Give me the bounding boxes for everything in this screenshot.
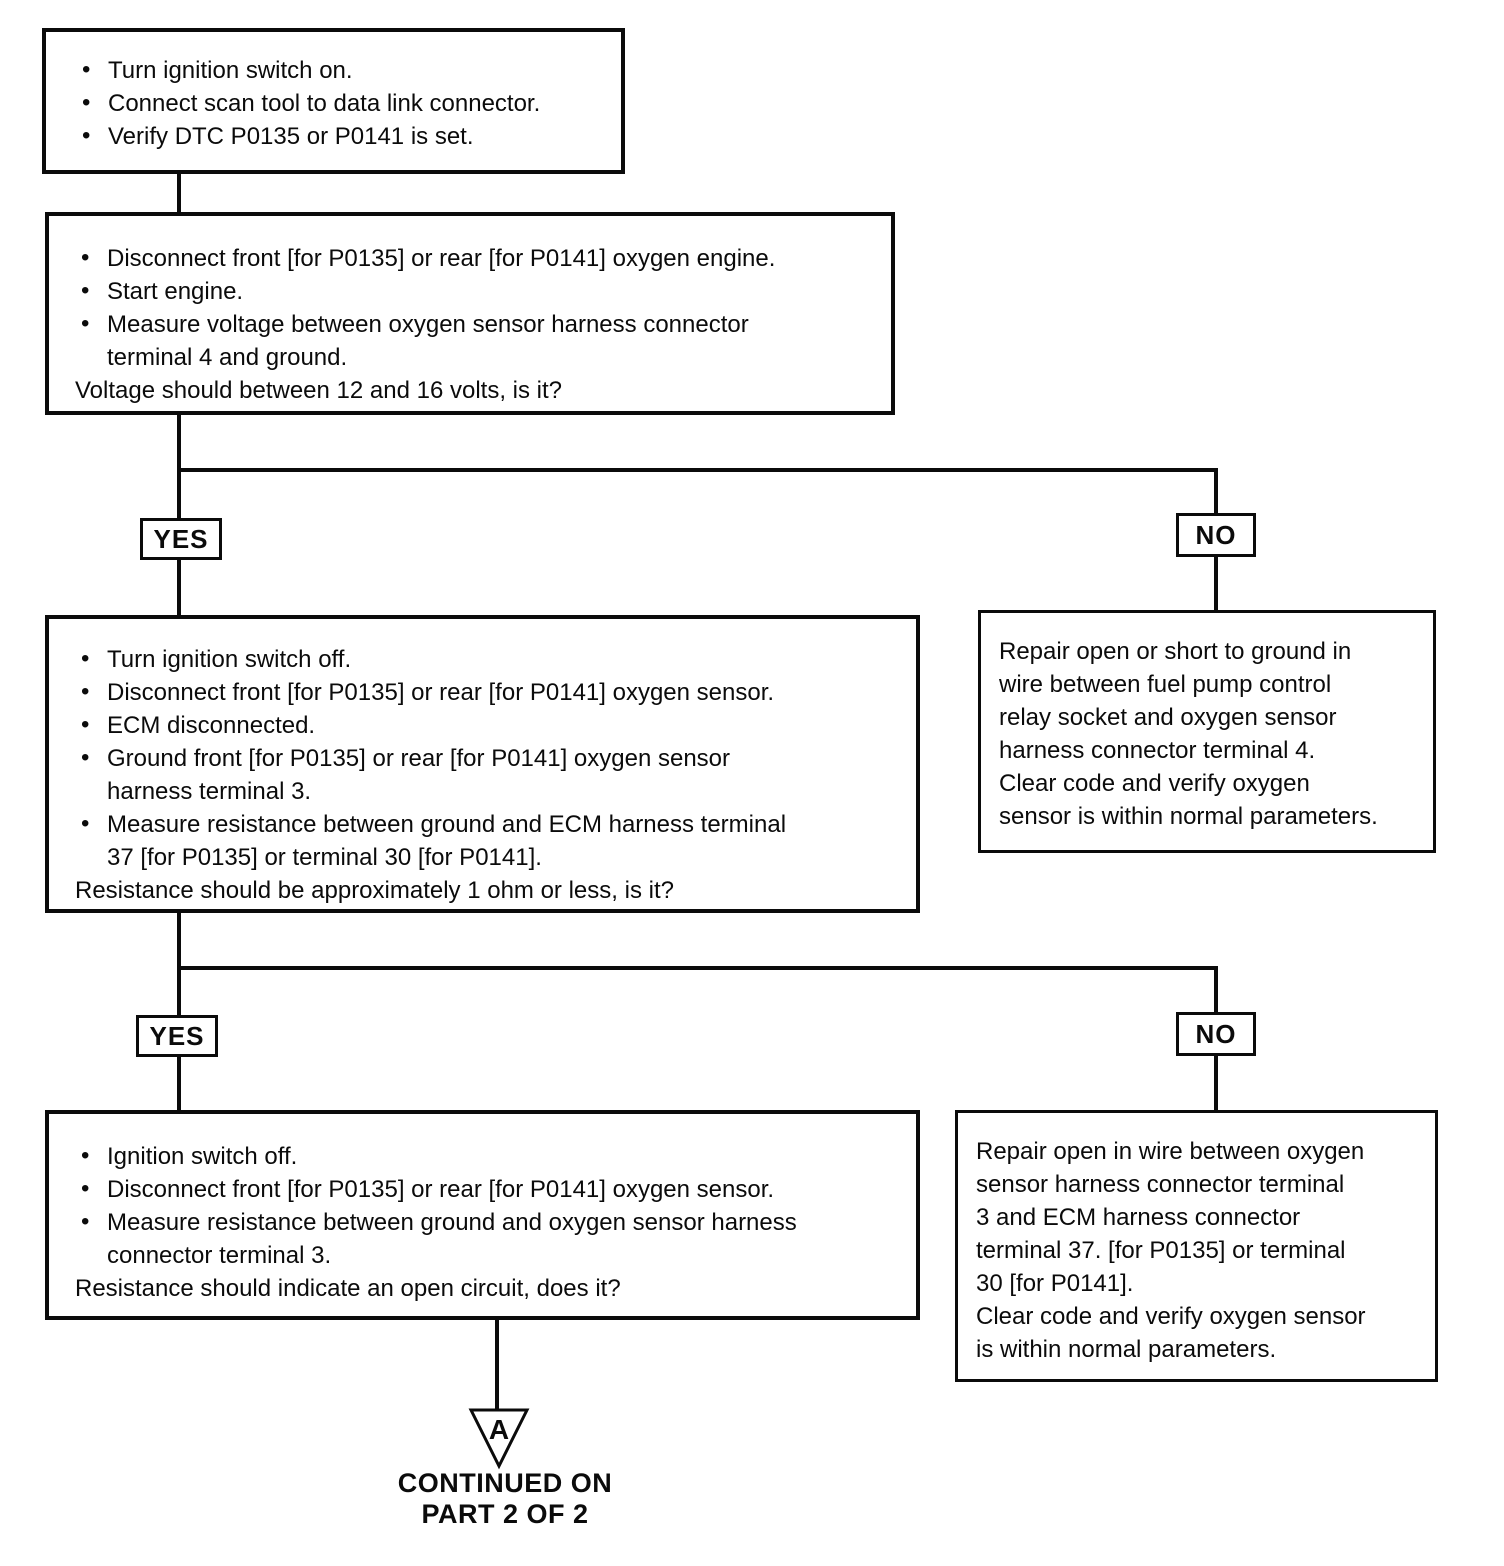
step1-box: Turn ignition switch on.Connect scan too… [42,28,625,174]
connector-yes2-step4 [177,1055,181,1110]
bullet-item: Start engine. [79,274,877,308]
branch1-no-tag: NO [1176,513,1256,557]
branch1-left-line [177,413,181,518]
bullet-item: Measure resistance between ground and ox… [79,1205,902,1272]
branch1-horizontal-line [177,468,1218,472]
branch1-yes-tag: YES [140,518,222,560]
connector-no1-repair1 [1214,555,1218,610]
bullet-item: Ignition switch off. [79,1139,902,1173]
step4-question: Resistance should indicate an open circu… [75,1275,621,1302]
connector-step1-step2 [177,172,181,214]
branch2-right-line [1214,966,1218,1012]
step1-bullet-list: Turn ignition switch on.Connect scan too… [76,53,607,153]
step4-bullet-list: Ignition switch off.Disconnect front [fo… [75,1139,902,1272]
branch2-yes-tag: YES [136,1015,218,1057]
bullet-item: Disconnect front [for P0135] or rear [fo… [79,1172,902,1206]
step2-bullet-list: Disconnect front [for P0135] or rear [fo… [75,241,877,374]
offpage-caption: CONTINUED ON PART 2 OF 2 [397,1468,613,1529]
connector-no2-repair2 [1214,1054,1218,1110]
bullet-item: Connect scan tool to data link connector… [80,86,607,120]
step3-question: Resistance should be approximately 1 ohm… [75,877,674,904]
bullet-item: Disconnect front [for P0135] or rear [fo… [79,675,902,709]
connector-yes1-step3 [177,558,181,615]
bullet-item: Measure voltage between oxygen sensor ha… [79,307,877,374]
repair1-box: Repair open or short to ground in wire b… [978,610,1436,853]
branch2-horizontal-line [177,966,1218,970]
step4-box: Ignition switch off.Disconnect front [fo… [45,1110,920,1320]
repair2-box: Repair open in wire between oxygen senso… [955,1110,1438,1382]
offpage-triangle-icon: A [468,1408,530,1470]
step2-question: Voltage should between 12 and 16 volts, … [75,377,563,404]
bullet-item: Verify DTC P0135 or P0141 is set. [80,119,607,153]
step3-bullet-list: Turn ignition switch off.Disconnect fron… [75,642,902,874]
bullet-item: ECM disconnected. [79,708,902,742]
branch1-right-line [1214,468,1218,513]
bullet-item: Disconnect front [for P0135] or rear [fo… [79,241,877,275]
step3-box: Turn ignition switch off.Disconnect fron… [45,615,920,913]
step2-box: Disconnect front [for P0135] or rear [fo… [45,212,895,415]
bullet-item: Measure resistance between ground and EC… [79,807,902,874]
branch2-left-line [177,911,181,1015]
branch2-no-tag: NO [1176,1012,1256,1056]
connector-step4-offpage [495,1320,499,1410]
bullet-item: Ground front [for P0135] or rear [for P0… [79,741,902,808]
bullet-item: Turn ignition switch off. [79,642,902,676]
bullet-item: Turn ignition switch on. [80,53,607,87]
offpage-label: A [489,1414,509,1445]
